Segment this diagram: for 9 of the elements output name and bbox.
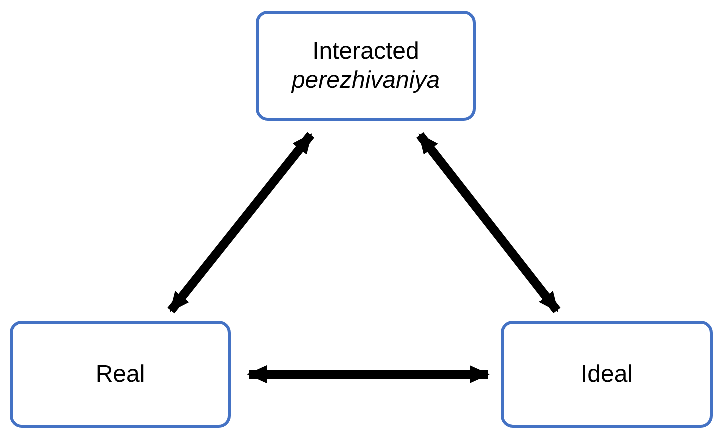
node-label: Ideal bbox=[580, 360, 634, 389]
double-arrow bbox=[416, 132, 561, 314]
rounded-box bbox=[256, 11, 476, 121]
node-label: Real bbox=[94, 360, 146, 389]
rounded-box bbox=[10, 321, 231, 428]
node-label: Interacted perezhivaniya bbox=[290, 37, 442, 95]
double-arrow bbox=[247, 366, 490, 384]
rounded-box bbox=[501, 321, 713, 428]
double-arrow bbox=[168, 132, 315, 314]
